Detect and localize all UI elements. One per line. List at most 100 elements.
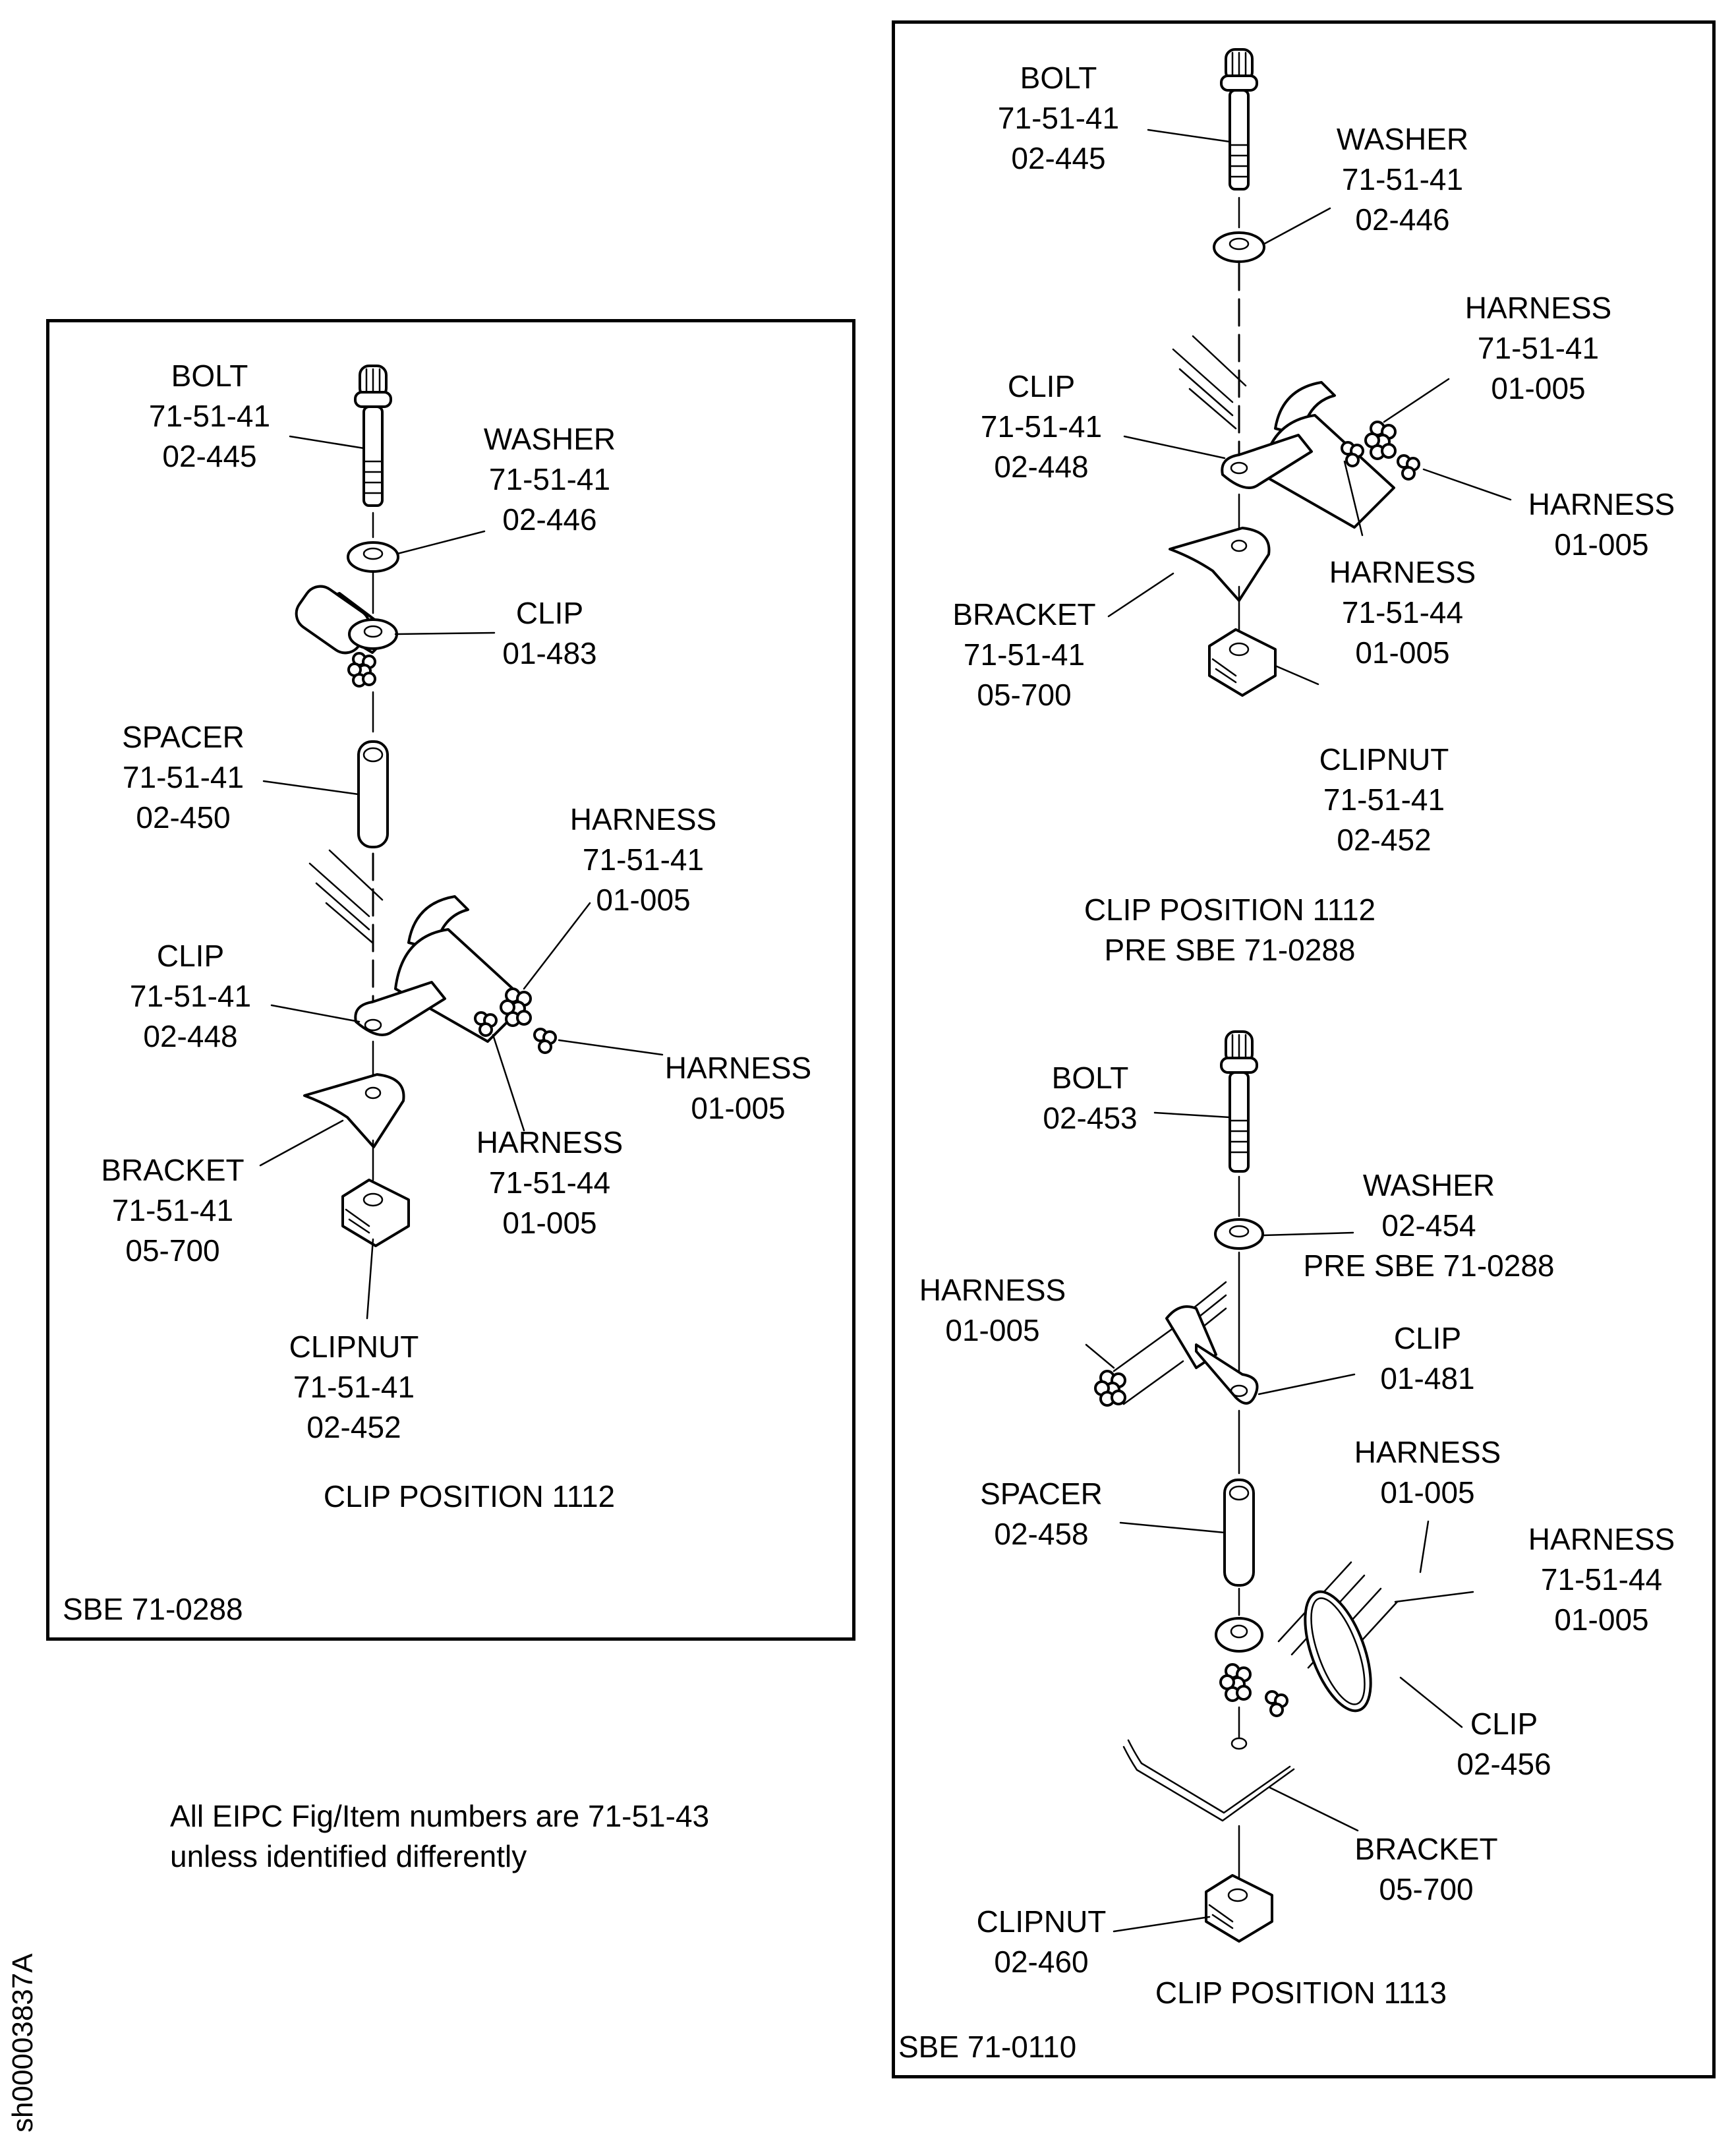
drawing-code: sh00003837A [7,1953,39,2132]
callout-right-top-bracket: BRACKET 71-51-41 05-700 [952,595,1095,715]
right-bottom-clip-part [1215,1561,1399,1717]
part-name: HARNESS [476,1125,623,1160]
left-leader-lines [259,435,664,1320]
part-item: 01-005 [1491,371,1586,405]
part-name: CLIP [515,596,584,630]
part-name: BRACKET [1354,1832,1498,1866]
part-item: 01-005 [1380,1475,1475,1510]
part-name: BOLT [171,359,248,393]
callout-left-clip-02-448: CLIP 71-51-41 02-448 [130,936,251,1057]
callout-right-bottom-washer: WASHER 02-454 PRE SBE 71-0288 [1303,1165,1554,1286]
part-fig: 71-51-41 [111,1193,234,1227]
right-top-bracket-part [1169,527,1271,602]
part-item: 02-453 [1043,1101,1138,1135]
part-fig: 71-51-41 [293,1370,415,1404]
left-washer-part [347,541,399,573]
caption-left-clip-position: CLIP POSITION 1112 [323,1479,616,1513]
callout-right-bottom-spacer: SPACER 02-458 [980,1474,1103,1554]
caption-line: PRE SBE 71-0288 [1104,933,1356,967]
callout-right-bottom-harness-top: HARNESS 01-005 [919,1270,1066,1351]
right-bottom-clipnut-part [1205,1874,1273,1943]
part-item: 02-448 [143,1019,238,1053]
part-item: 02-452 [1337,823,1432,857]
left-spacer-part [357,740,389,848]
callout-left-clip-01-483: CLIP 01-483 [502,593,596,674]
callout-left-bolt: BOLT 71-51-41 02-445 [149,356,270,477]
callout-left-bracket: BRACKET 71-51-41 05-700 [101,1150,244,1271]
part-item: 01-005 [945,1313,1040,1347]
part-name: BRACKET [952,597,1096,631]
part-item: 01-005 [1554,1602,1649,1637]
callout-right-top-washer: WASHER 71-51-41 02-446 [1337,119,1468,240]
part-name: CLIP [1007,369,1076,403]
part-name: HARNESS [1354,1435,1501,1469]
callout-right-top-clipnut: CLIPNUT 71-51-41 02-452 [1319,740,1449,860]
part-item: 01-481 [1380,1361,1475,1395]
callout-right-bottom-clip-02-456: CLIP 02-456 [1457,1704,1551,1784]
callout-left-harness-71-51-44: HARNESS 71-51-44 01-005 [477,1123,623,1243]
callout-left-washer: WASHER 71-51-41 02-446 [484,419,616,540]
part-fig: 71-51-41 [122,760,245,794]
callout-right-bottom-clipnut: CLIPNUT 02-460 [977,1902,1107,1982]
part-fig: 71-51-41 [980,409,1103,444]
right-top-leader-lines [1107,129,1512,686]
part-name: CLIPNUT [289,1330,419,1364]
part-name: CLIPNUT [1319,742,1449,777]
right-bottom-hole-mark [1230,1737,1248,1750]
part-item: 05-700 [1379,1872,1474,1906]
part-item: 02-450 [136,800,231,835]
left-clipnut-part [341,1179,410,1247]
right-top-bolt-part [1220,48,1258,191]
part-fig: 71-51-41 [488,462,611,496]
callout-right-bottom-bolt: BOLT 02-453 [1043,1058,1137,1138]
part-fig: 71-51-44 [1341,595,1464,630]
left-bracket-part [303,1073,405,1148]
left-clip-main-part [308,849,557,1054]
part-item: 01-005 [502,1206,597,1240]
part-name: HARNESS [1528,487,1675,521]
part-item: 01-005 [596,883,691,917]
part-name: BRACKET [101,1153,245,1187]
right-bottom-leader-lines [1085,1111,1474,1933]
part-fig: 71-51-41 [1323,782,1445,817]
right-top-washer-part [1213,231,1265,263]
right-bottom-washer-part [1214,1218,1264,1250]
part-name: HARNESS [1464,291,1612,325]
part-item: 02-445 [1011,141,1106,175]
callout-right-top-harness-71-51-41: HARNESS 71-51-41 01-005 [1465,288,1611,409]
callout-right-bottom-harness-71-51-44: HARNESS 71-51-44 01-005 [1528,1519,1675,1640]
part-name: CLIP [156,939,225,973]
callout-right-top-clip-02-448: CLIP 71-51-41 02-448 [981,367,1102,487]
part-fig: 71-51-41 [129,979,252,1013]
right-bottom-bolt-part [1220,1030,1258,1173]
part-item: 05-700 [125,1233,220,1268]
part-name: HARNESS [1329,555,1476,589]
part-name: BOLT [1020,61,1097,95]
right-top-assembly [1107,48,1512,697]
part-note: PRE SBE 71-0288 [1303,1248,1555,1283]
label-left-sbe: SBE 71-0288 [63,1592,243,1626]
part-fig: 71-51-41 [1477,331,1600,365]
callout-left-harness-71-51-41: HARNESS 71-51-41 01-005 [570,800,716,920]
part-name: HARNESS [664,1051,812,1085]
right-bottom-clip-top-part [1094,1281,1259,1407]
right-bottom-spacer-part [1223,1479,1255,1587]
part-name: SPACER [980,1477,1103,1511]
part-item: 05-700 [977,678,1072,712]
part-fig: 71-51-44 [1540,1562,1663,1597]
part-item: 02-460 [994,1945,1089,1979]
callout-left-harness-01-005: HARNESS 01-005 [665,1048,811,1129]
part-item: 01-005 [1355,635,1450,670]
part-item: 01-005 [691,1091,786,1125]
label-right-sbe: SBE 71-0110 [898,2030,1077,2064]
callout-right-bottom-clip-01-481: CLIP 01-481 [1380,1318,1474,1399]
right-top-clipnut-part [1208,628,1277,697]
right-top-clip-part [1172,335,1420,529]
left-bolt-part [354,365,392,507]
callout-right-top-bolt: BOLT 71-51-41 02-445 [998,58,1119,179]
left-assembly [259,365,664,1320]
part-name: BOLT [1051,1061,1129,1095]
part-name: WASHER [1362,1168,1495,1202]
note-line: unless identified differently [170,1839,527,1873]
